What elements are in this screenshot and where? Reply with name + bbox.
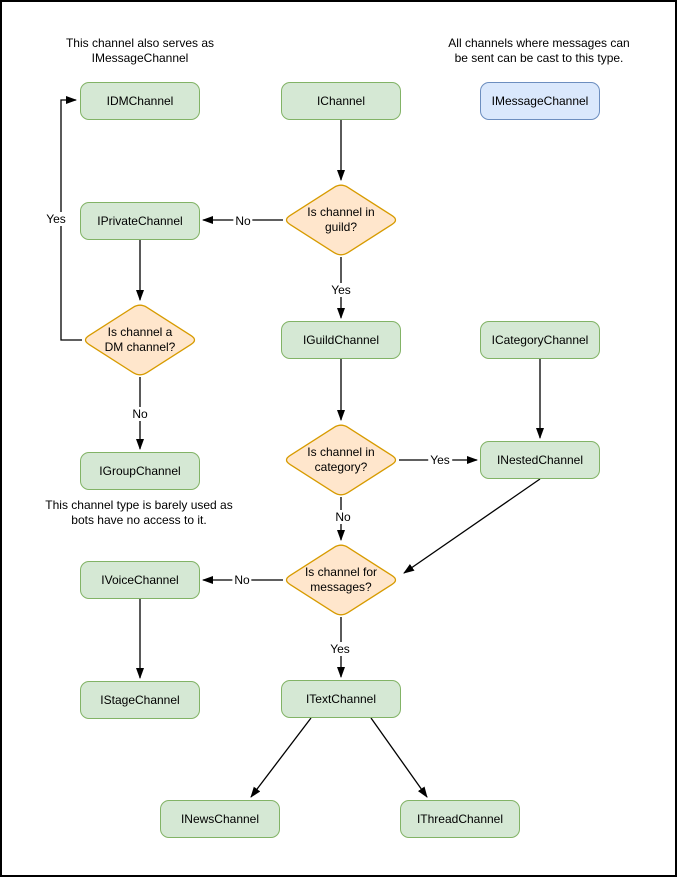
decision-shape-is-dm	[84, 304, 196, 376]
edge-label-messages-no: No	[232, 573, 252, 587]
edge-itextchannel-to-inewschannel	[250, 717, 312, 798]
note-imessagechannel: All channels where messages can be sent …	[448, 36, 630, 65]
decision-shape-in-guild	[285, 184, 397, 256]
decision-for-messages: Is channel for messages?	[304, 565, 378, 594]
decision-in-guild: Is channel in guild?	[307, 205, 375, 234]
edge-label-dm-yes: Yes	[44, 212, 68, 226]
decision-is-dm: Is channel a DM channel?	[104, 325, 176, 354]
node-igroupchannel: IGroupChannel	[80, 452, 200, 490]
node-ichannel: IChannel	[281, 82, 401, 120]
node-istagechannel: IStageChannel	[80, 681, 200, 719]
node-ivoicechannel: IVoiceChannel	[80, 561, 200, 599]
node-inestedchannel: INestedChannel	[480, 441, 600, 479]
edge-label-dm-no: No	[130, 407, 150, 421]
node-iprivatechannel: IPrivateChannel	[80, 202, 200, 240]
edge-label-guild-no: No	[233, 214, 253, 228]
edge-label-category-yes: Yes	[428, 453, 452, 467]
edge-itextchannel-to-ithreadchannel	[370, 717, 428, 798]
node-ithreadchannel: IThreadChannel	[400, 800, 520, 838]
node-inewschannel: INewsChannel	[160, 800, 280, 838]
node-imessagechannel: IMessageChannel	[480, 82, 600, 120]
node-itextchannel: ITextChannel	[281, 680, 401, 718]
edge-inestedchannel-to-formessages	[403, 478, 541, 574]
decision-shape-in-category	[285, 424, 397, 496]
decision-shape-for-messages	[285, 544, 397, 616]
node-idmchannel: IDMChannel	[80, 82, 200, 120]
decision-in-category: Is channel in category?	[307, 445, 375, 474]
edge-label-guild-yes: Yes	[329, 283, 353, 297]
decision-shapes-group	[84, 184, 397, 616]
note-igroupchannel: This channel type is barely used as bots…	[45, 498, 233, 527]
edge-label-messages-yes: Yes	[328, 642, 352, 656]
node-icategorychannel: ICategoryChannel	[480, 321, 600, 359]
note-idmchannel: This channel also serves as IMessageChan…	[65, 36, 215, 65]
edge-label-category-no: No	[333, 510, 353, 524]
node-iguildchannel: IGuildChannel	[281, 321, 401, 359]
